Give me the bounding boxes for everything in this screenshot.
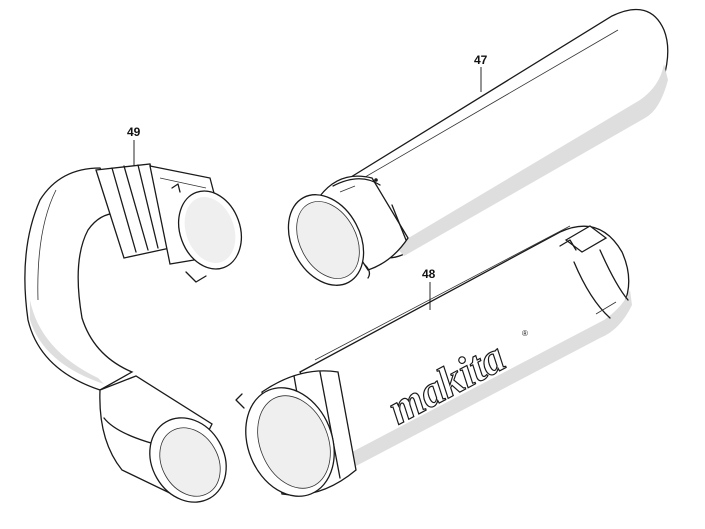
callout-48: 48: [422, 267, 436, 310]
part-number-label: 48: [422, 267, 436, 281]
part-49-hose: [24, 163, 242, 503]
registered-mark: ®: [522, 329, 528, 338]
part-number-label: 47: [474, 53, 488, 67]
callout-47: 47: [474, 53, 488, 92]
part-47-tube: [287, 8, 669, 286]
callout-49: 49: [127, 125, 141, 166]
part-number-label: 49: [127, 125, 141, 139]
part-48-pipe: makita ®: [235, 225, 632, 497]
